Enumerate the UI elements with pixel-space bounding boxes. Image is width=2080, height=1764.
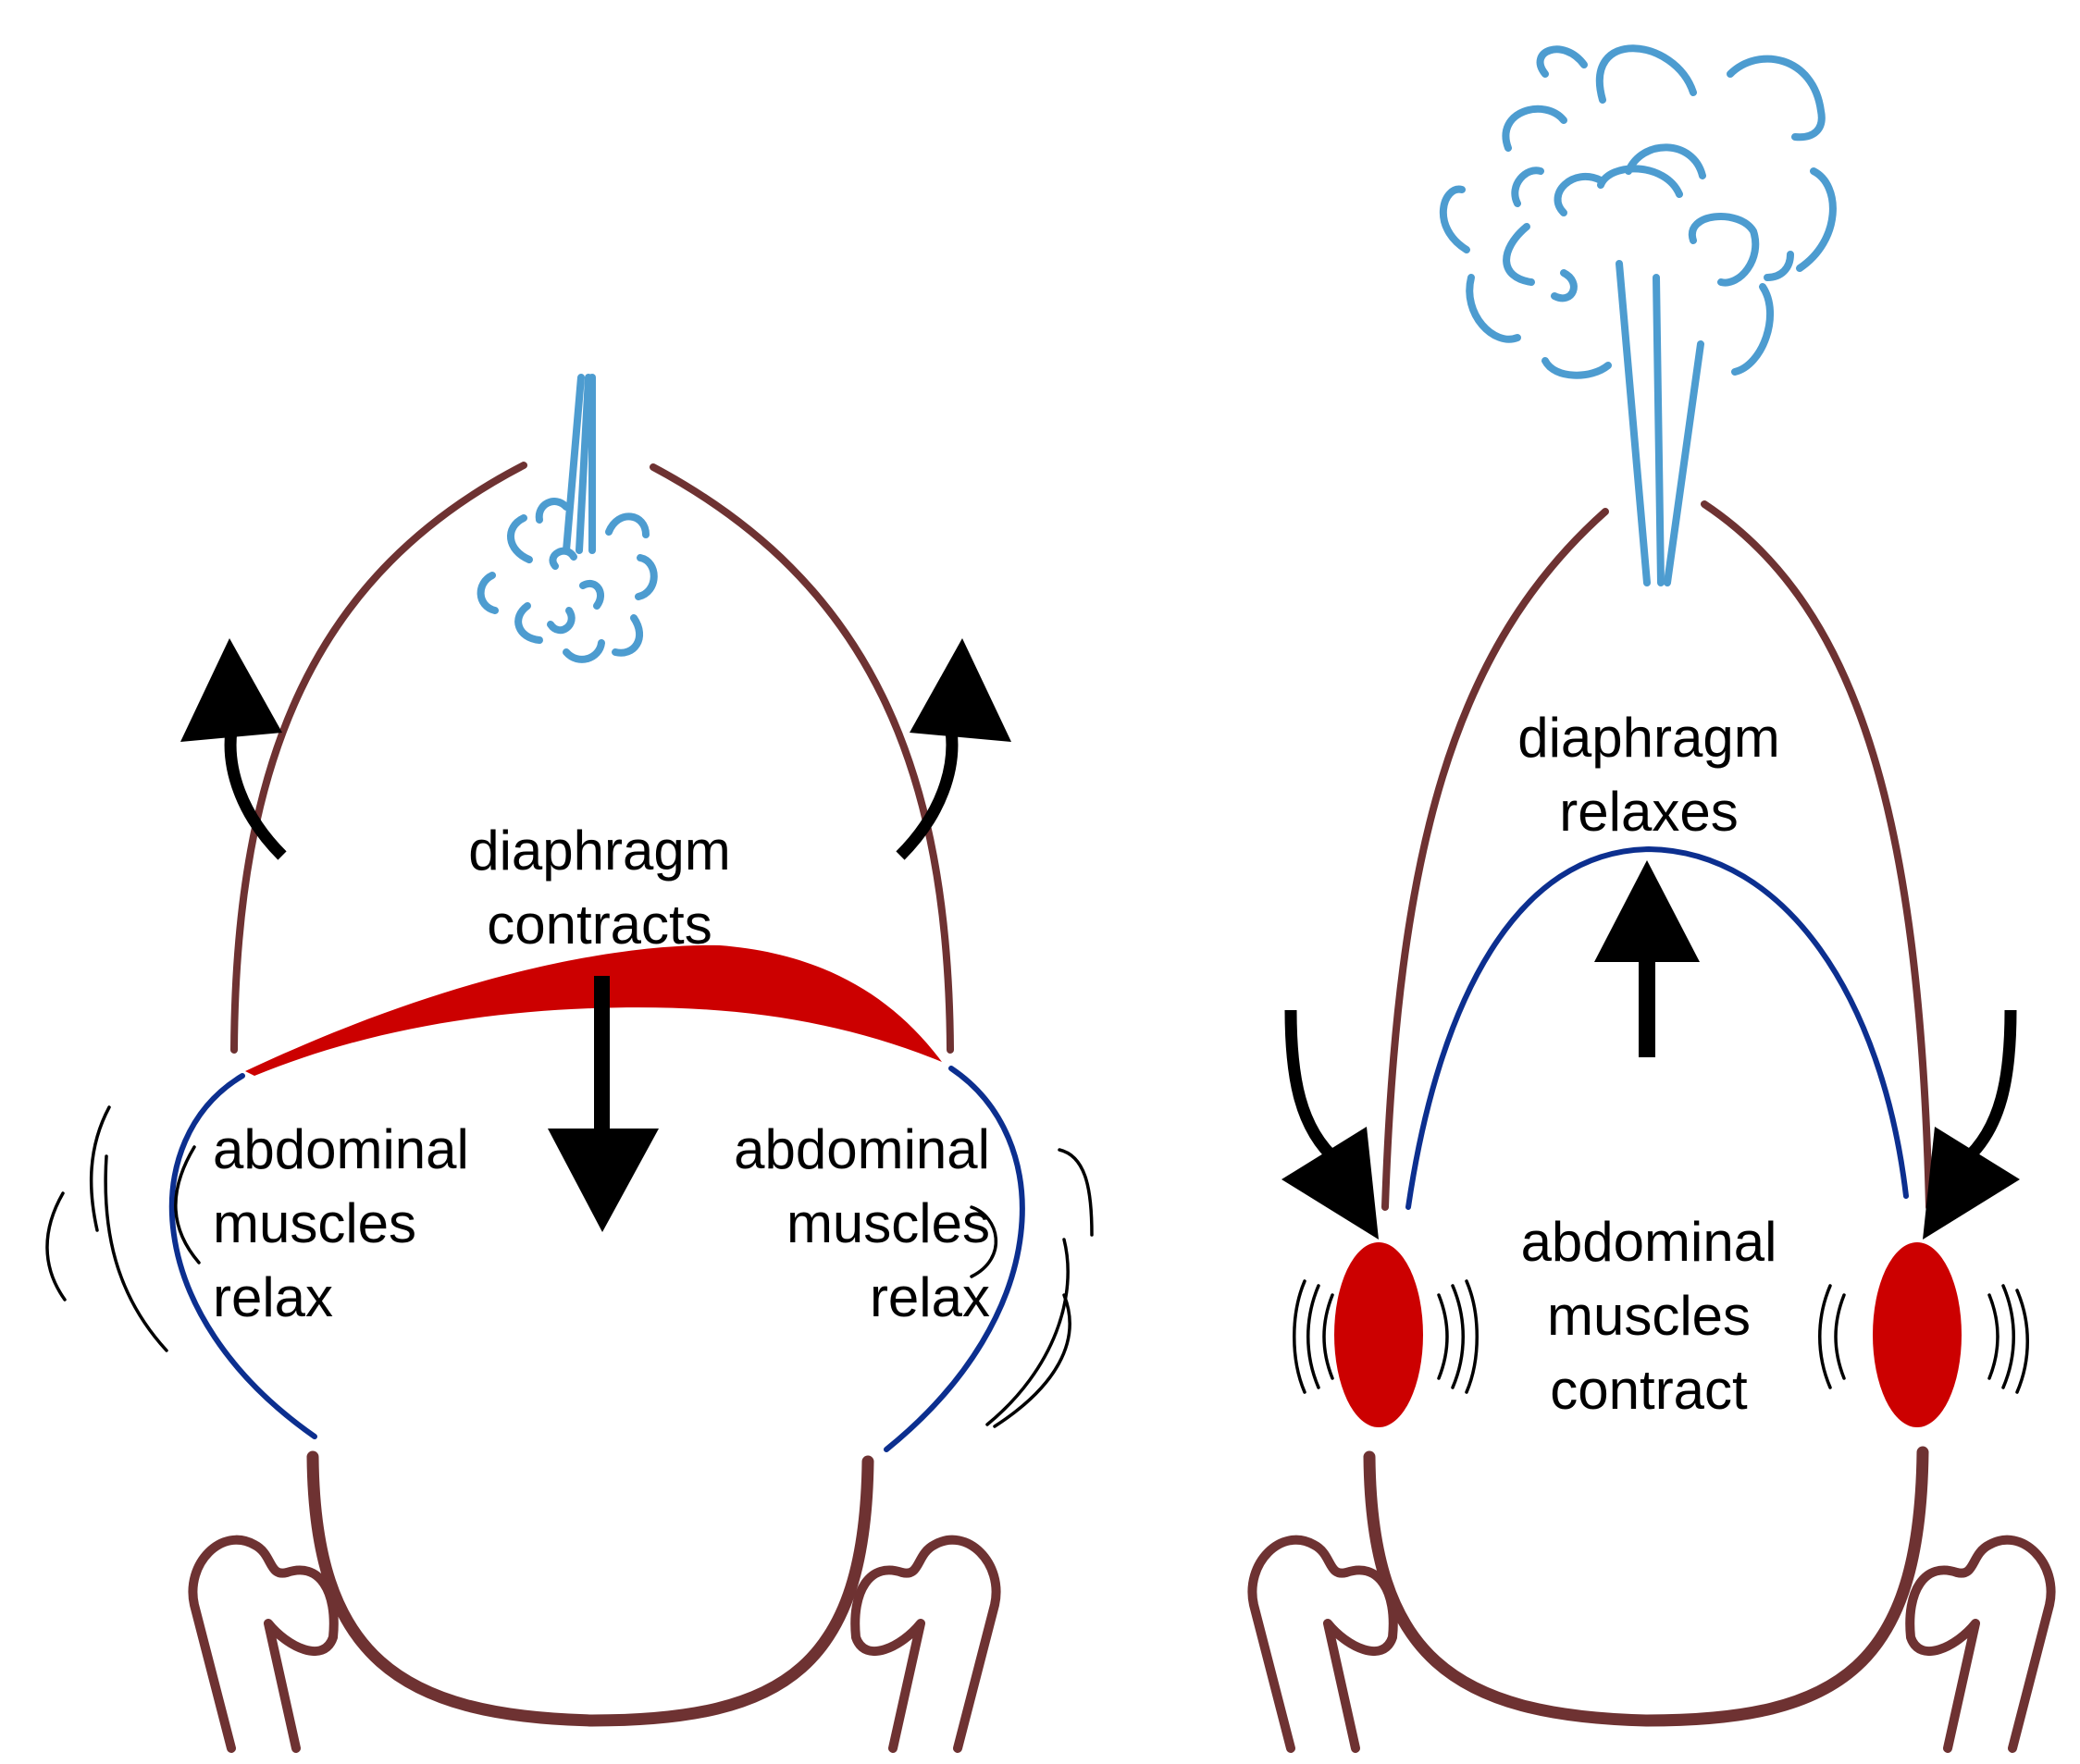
exhale-left-leg (1247, 1535, 1398, 1753)
exhale-vibration-lines (1293, 1279, 2029, 1394)
exhale-diaphragm-label-line1: diaphragm (1517, 707, 1780, 769)
diaphragm-relaxed (1405, 845, 1909, 1210)
right-abdominal-wall-relaxed (884, 1066, 1025, 1452)
left-muscle-label-line3: relax (213, 1266, 333, 1328)
exhale-diaphragm-label-line2: relaxes (1559, 781, 1738, 843)
lower-body-outline (306, 1450, 874, 1727)
diaphragm-contracted (245, 944, 942, 1076)
large-air-puff-icon (1439, 44, 1837, 586)
exhale-panel: diaphragm relaxes abdominal muscles cont… (1247, 44, 2056, 1753)
inhale-diaphragm-label-line1: diaphragm (468, 820, 731, 882)
left-leg (188, 1535, 339, 1753)
left-abdominal-wall-relaxed (168, 1073, 317, 1439)
right-muscle-label-line3: relax (870, 1266, 990, 1328)
right-abdominal-muscle-contracted (1873, 1242, 1962, 1427)
exhale-right-leg (1905, 1535, 2056, 1753)
abdomen-squeeze-arrow-left-icon (1281, 1009, 1379, 1240)
exhale-muscle-label-line2: muscles (1547, 1285, 1751, 1347)
right-muscle-label-line1: abdominal (734, 1118, 990, 1180)
diaphragm-up-arrow-icon (1594, 860, 1700, 1057)
exhale-lower-body-outline (1363, 1446, 1929, 1727)
left-vibration-lines (45, 1105, 201, 1352)
exhale-muscle-label-line3: contract (1550, 1359, 1748, 1421)
abdomen-squeeze-arrow-right-icon (1923, 1009, 2020, 1240)
rib-expand-arrow-left-icon (180, 638, 287, 860)
inhale-panel: diaphragm contracts abdominal muscles re… (45, 374, 1094, 1753)
diaphragm-down-arrow-icon (548, 976, 659, 1232)
exhale-muscle-label-line1: abdominal (1521, 1211, 1777, 1273)
right-vibration-lines (970, 1148, 1094, 1428)
left-abdominal-muscle-contracted (1334, 1242, 1423, 1427)
exhale-right-ribcage-outline (1701, 500, 1933, 1211)
right-ribcage-outline (650, 463, 954, 1054)
right-muscle-label-line2: muscles (786, 1192, 990, 1254)
left-ribcage-outline (230, 462, 527, 1054)
right-leg (850, 1535, 1001, 1753)
exhale-left-ribcage-outline (1381, 508, 1609, 1211)
left-muscle-label-line1: abdominal (213, 1118, 469, 1180)
rib-expand-arrow-right-icon (896, 638, 1011, 860)
small-air-puff-icon (477, 374, 658, 663)
left-muscle-label-line2: muscles (213, 1192, 416, 1254)
inhale-diaphragm-label-line2: contracts (487, 894, 712, 956)
